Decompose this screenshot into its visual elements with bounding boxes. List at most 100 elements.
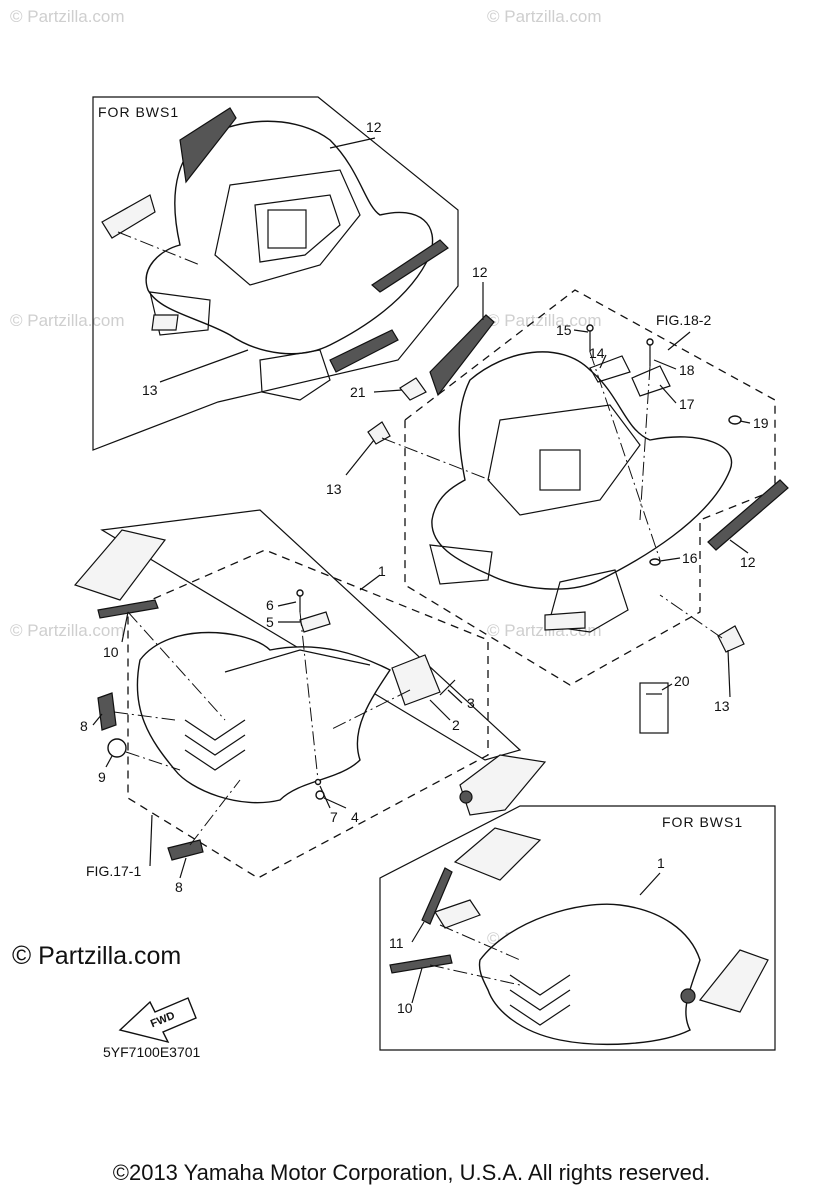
- leader-16: [659, 557, 681, 562]
- bws1-front-fender-body: [478, 903, 701, 1045]
- emblem-12-upper: [179, 107, 237, 184]
- rear-fender-mudflap-std: [429, 544, 493, 585]
- decal-11-lower: [434, 899, 481, 929]
- leader-10a-chain: [127, 611, 226, 721]
- rivet-18-head: [646, 338, 654, 346]
- clip-19: [728, 415, 742, 425]
- front-fender-bws1-group: FOR BWS1 1 11 10: [379, 805, 776, 1051]
- callout-3: 3: [467, 695, 475, 711]
- leader-19: [739, 420, 751, 424]
- rear-fender-lower-step: [259, 349, 331, 401]
- watermark: © Partzilla.com: [10, 311, 125, 330]
- bws1-front-header: FOR BWS1: [662, 814, 743, 830]
- decal-10: [97, 599, 159, 619]
- leader-15: [573, 329, 589, 333]
- callout-20: 20: [674, 673, 690, 689]
- partzilla-brand: © Partzilla.com: [12, 940, 181, 971]
- callout-9: 9: [98, 769, 106, 785]
- callout-12: 12: [366, 119, 382, 135]
- rear-fender-inner-line: [254, 194, 341, 263]
- callout-11: 11: [389, 935, 404, 951]
- clip-16: [649, 558, 661, 566]
- callout-14: 14: [589, 345, 605, 361]
- leader-2-chain: [329, 689, 411, 731]
- bws1-rear-header: FOR BWS1: [98, 104, 179, 120]
- front-fender-body: [136, 631, 392, 804]
- front-fender-grill-3: [184, 749, 246, 771]
- bws1-front-decal-top: [453, 827, 542, 881]
- watermark: © Partzilla.com: [487, 311, 602, 330]
- leader-17: [659, 384, 677, 404]
- leader-6-chain: [299, 611, 319, 781]
- front-fender-decal-left: [73, 529, 167, 601]
- rear-fender-standard-group: FIG.18-2: [326, 264, 789, 734]
- leader-8a: [92, 713, 103, 726]
- watermark: © Partzilla.com: [10, 7, 125, 26]
- plate-2: [391, 654, 441, 706]
- callout-19: 19: [753, 415, 769, 431]
- leader-6: [277, 601, 297, 607]
- callout-4: 4: [351, 809, 359, 825]
- emblem-12-right: [371, 239, 449, 293]
- leader-20: [661, 683, 673, 691]
- rear-fender-tray-std: [539, 449, 581, 491]
- callout-12: 12: [740, 554, 756, 570]
- sticker-13c: [717, 625, 745, 653]
- leader-13a-chain: [117, 231, 201, 266]
- leader-10a: [121, 611, 129, 643]
- rear-small-decal: [151, 314, 179, 331]
- sticker-21: [399, 377, 427, 401]
- sticker-13b: [367, 421, 391, 445]
- callout-13: 13: [142, 382, 158, 398]
- bws1-front-side-decal: [698, 949, 769, 1013]
- drawing-code: 5YF7100E3701: [103, 1044, 201, 1060]
- leader-8b: [179, 857, 187, 879]
- leader-13c: [727, 649, 731, 698]
- plate-17: [631, 365, 671, 397]
- clip-7: [314, 778, 322, 786]
- leader-13b: [345, 439, 375, 476]
- fig-ref-rear: FIG.18-2: [656, 312, 711, 328]
- reflector-8b: [167, 839, 204, 861]
- decal-10-bws1: [389, 954, 453, 974]
- front-fender-standard-group: 1 6 5 3 2 10 8 9 7 4 FIG.17-1 8: [73, 509, 547, 895]
- leader-11: [411, 921, 425, 943]
- callout-2: 2: [452, 717, 460, 733]
- leader-13b-chain: [381, 437, 491, 481]
- leader-10b: [411, 967, 423, 1004]
- callout-6: 6: [266, 597, 274, 613]
- leader-fig-front: [149, 814, 153, 867]
- front-fender-grill-2: [184, 734, 246, 756]
- copyright-footer: ©2013 Yamaha Motor Corporation, U.S.A. A…: [112, 1160, 711, 1185]
- leader-3: [447, 689, 463, 704]
- leader-9: [105, 755, 113, 768]
- decal-11-upper: [421, 867, 453, 925]
- callout-16: 16: [682, 550, 698, 566]
- rear-fender-tray: [267, 209, 307, 249]
- leader-14: [599, 354, 607, 369]
- bws1-grill-1: [509, 974, 571, 996]
- leader-7: [319, 785, 331, 809]
- callout-13: 13: [326, 481, 342, 497]
- callout-1: 1: [378, 563, 386, 579]
- leader-12c: [729, 539, 749, 554]
- leader-1a: [359, 574, 381, 591]
- rear-step-decal-std: [544, 611, 586, 631]
- emblem-12-side-std: [707, 479, 789, 551]
- leader-12a: [329, 137, 376, 149]
- leader-18-chain: [639, 365, 651, 521]
- watermark: © Partzilla.com: [487, 7, 602, 26]
- callout-13: 13: [714, 698, 730, 714]
- leader-11-chain: [439, 924, 521, 961]
- emblem-13-left: [101, 194, 156, 239]
- callout-8: 8: [80, 718, 88, 734]
- rear-fender-seat-well: [214, 169, 361, 286]
- callout-21: 21: [350, 384, 366, 400]
- callout-15: 15: [556, 322, 572, 338]
- emblem-13-lower: [329, 329, 399, 373]
- rivet-15-head: [586, 324, 594, 332]
- fwd-indicator: FWD: [118, 997, 197, 1044]
- yamaha-logo-emblem-bws1: [680, 988, 696, 1004]
- callout-1: 1: [657, 855, 665, 871]
- callout-17: 17: [679, 396, 695, 412]
